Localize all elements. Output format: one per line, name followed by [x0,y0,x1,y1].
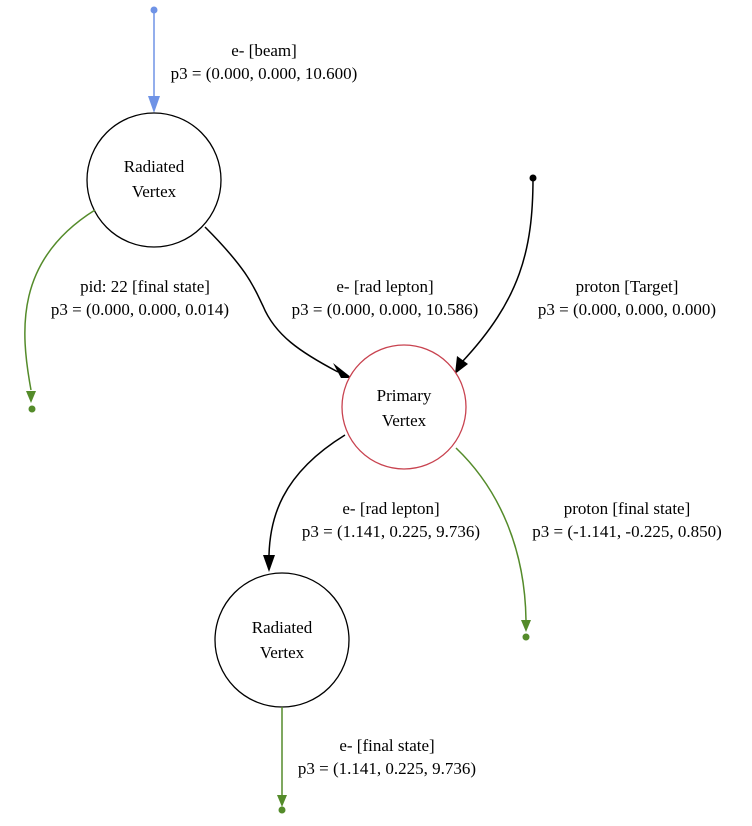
radiated-vertex-top-circle [86,112,222,248]
node-radiated-vertex-top: Radiated Vertex [86,112,222,248]
target-line [461,177,534,363]
node-primary-vertex: Primary Vertex [341,344,467,470]
rad-lepton-1-p3: p3 = (0.000, 0.000, 10.586) [292,300,479,319]
electron-final-end-dot [278,806,286,814]
target-p3: p3 = (0.000, 0.000, 0.000) [538,300,716,319]
rad-lepton-1-line [204,226,339,373]
primary-vertex-line1: Primary [377,386,432,405]
primary-vertex-line2: Vertex [382,411,427,430]
rad-lepton-2-arrowhead [263,555,275,572]
rad-lepton-2-label: e- [rad lepton] [342,499,439,518]
proton-final-end-dot [522,633,530,641]
photon-label: pid: 22 [final state] [80,277,210,296]
radiated-vertex-bottom-line1: Radiated [252,618,313,637]
proton-final-line [455,447,527,621]
proton-final-label: proton [final state] [564,499,691,518]
proton-final-arrowhead [521,620,531,632]
electron-final-p3: p3 = (1.141, 0.225, 9.736) [298,759,476,778]
edge-target-proton: proton [Target] p3 = (0.000, 0.000, 0.00… [455,174,716,374]
primary-vertex-circle [341,344,467,470]
edge-photon-final-state: pid: 22 [final state] p3 = (0.000, 0.000… [24,209,229,413]
edge-rad-lepton-2: e- [rad lepton] p3 = (1.141, 0.225, 9.73… [263,434,480,572]
beam-label: e- [beam] [231,41,297,60]
rad-lepton-1-arrowhead [333,363,352,378]
photon-end-dot [28,405,36,413]
rad-lepton-1-label: e- [rad lepton] [336,277,433,296]
radiated-vertex-bottom-line2: Vertex [260,643,305,662]
photon-arrowhead [26,391,36,403]
electron-final-arrowhead [277,795,287,807]
radiated-vertex-top-line2: Vertex [132,182,177,201]
rad-lepton-2-line [268,434,346,556]
edge-beam: e- [beam] p3 = (0.000, 0.000, 10.600) [148,6,358,113]
edge-proton-final-state: proton [final state] p3 = (-1.141, -0.22… [455,447,722,641]
target-label: proton [Target] [576,277,679,296]
target-arrowhead [455,356,468,374]
proton-final-p3: p3 = (-1.141, -0.225, 0.850) [532,522,721,541]
edge-electron-final-state: e- [final state] p3 = (1.141, 0.225, 9.7… [277,707,476,814]
electron-final-label: e- [final state] [339,736,434,755]
radiated-vertex-top-line1: Radiated [124,157,185,176]
edge-rad-lepton-1: e- [rad lepton] p3 = (0.000, 0.000, 10.5… [204,226,479,378]
beam-arrowhead [148,96,160,113]
radiated-vertex-bottom-circle [214,572,350,708]
photon-line [24,209,96,391]
rad-lepton-2-p3: p3 = (1.141, 0.225, 9.736) [302,522,480,541]
node-radiated-vertex-bottom: Radiated Vertex [214,572,350,708]
photon-p3: p3 = (0.000, 0.000, 0.014) [51,300,229,319]
beam-p3: p3 = (0.000, 0.000, 10.600) [171,64,358,83]
